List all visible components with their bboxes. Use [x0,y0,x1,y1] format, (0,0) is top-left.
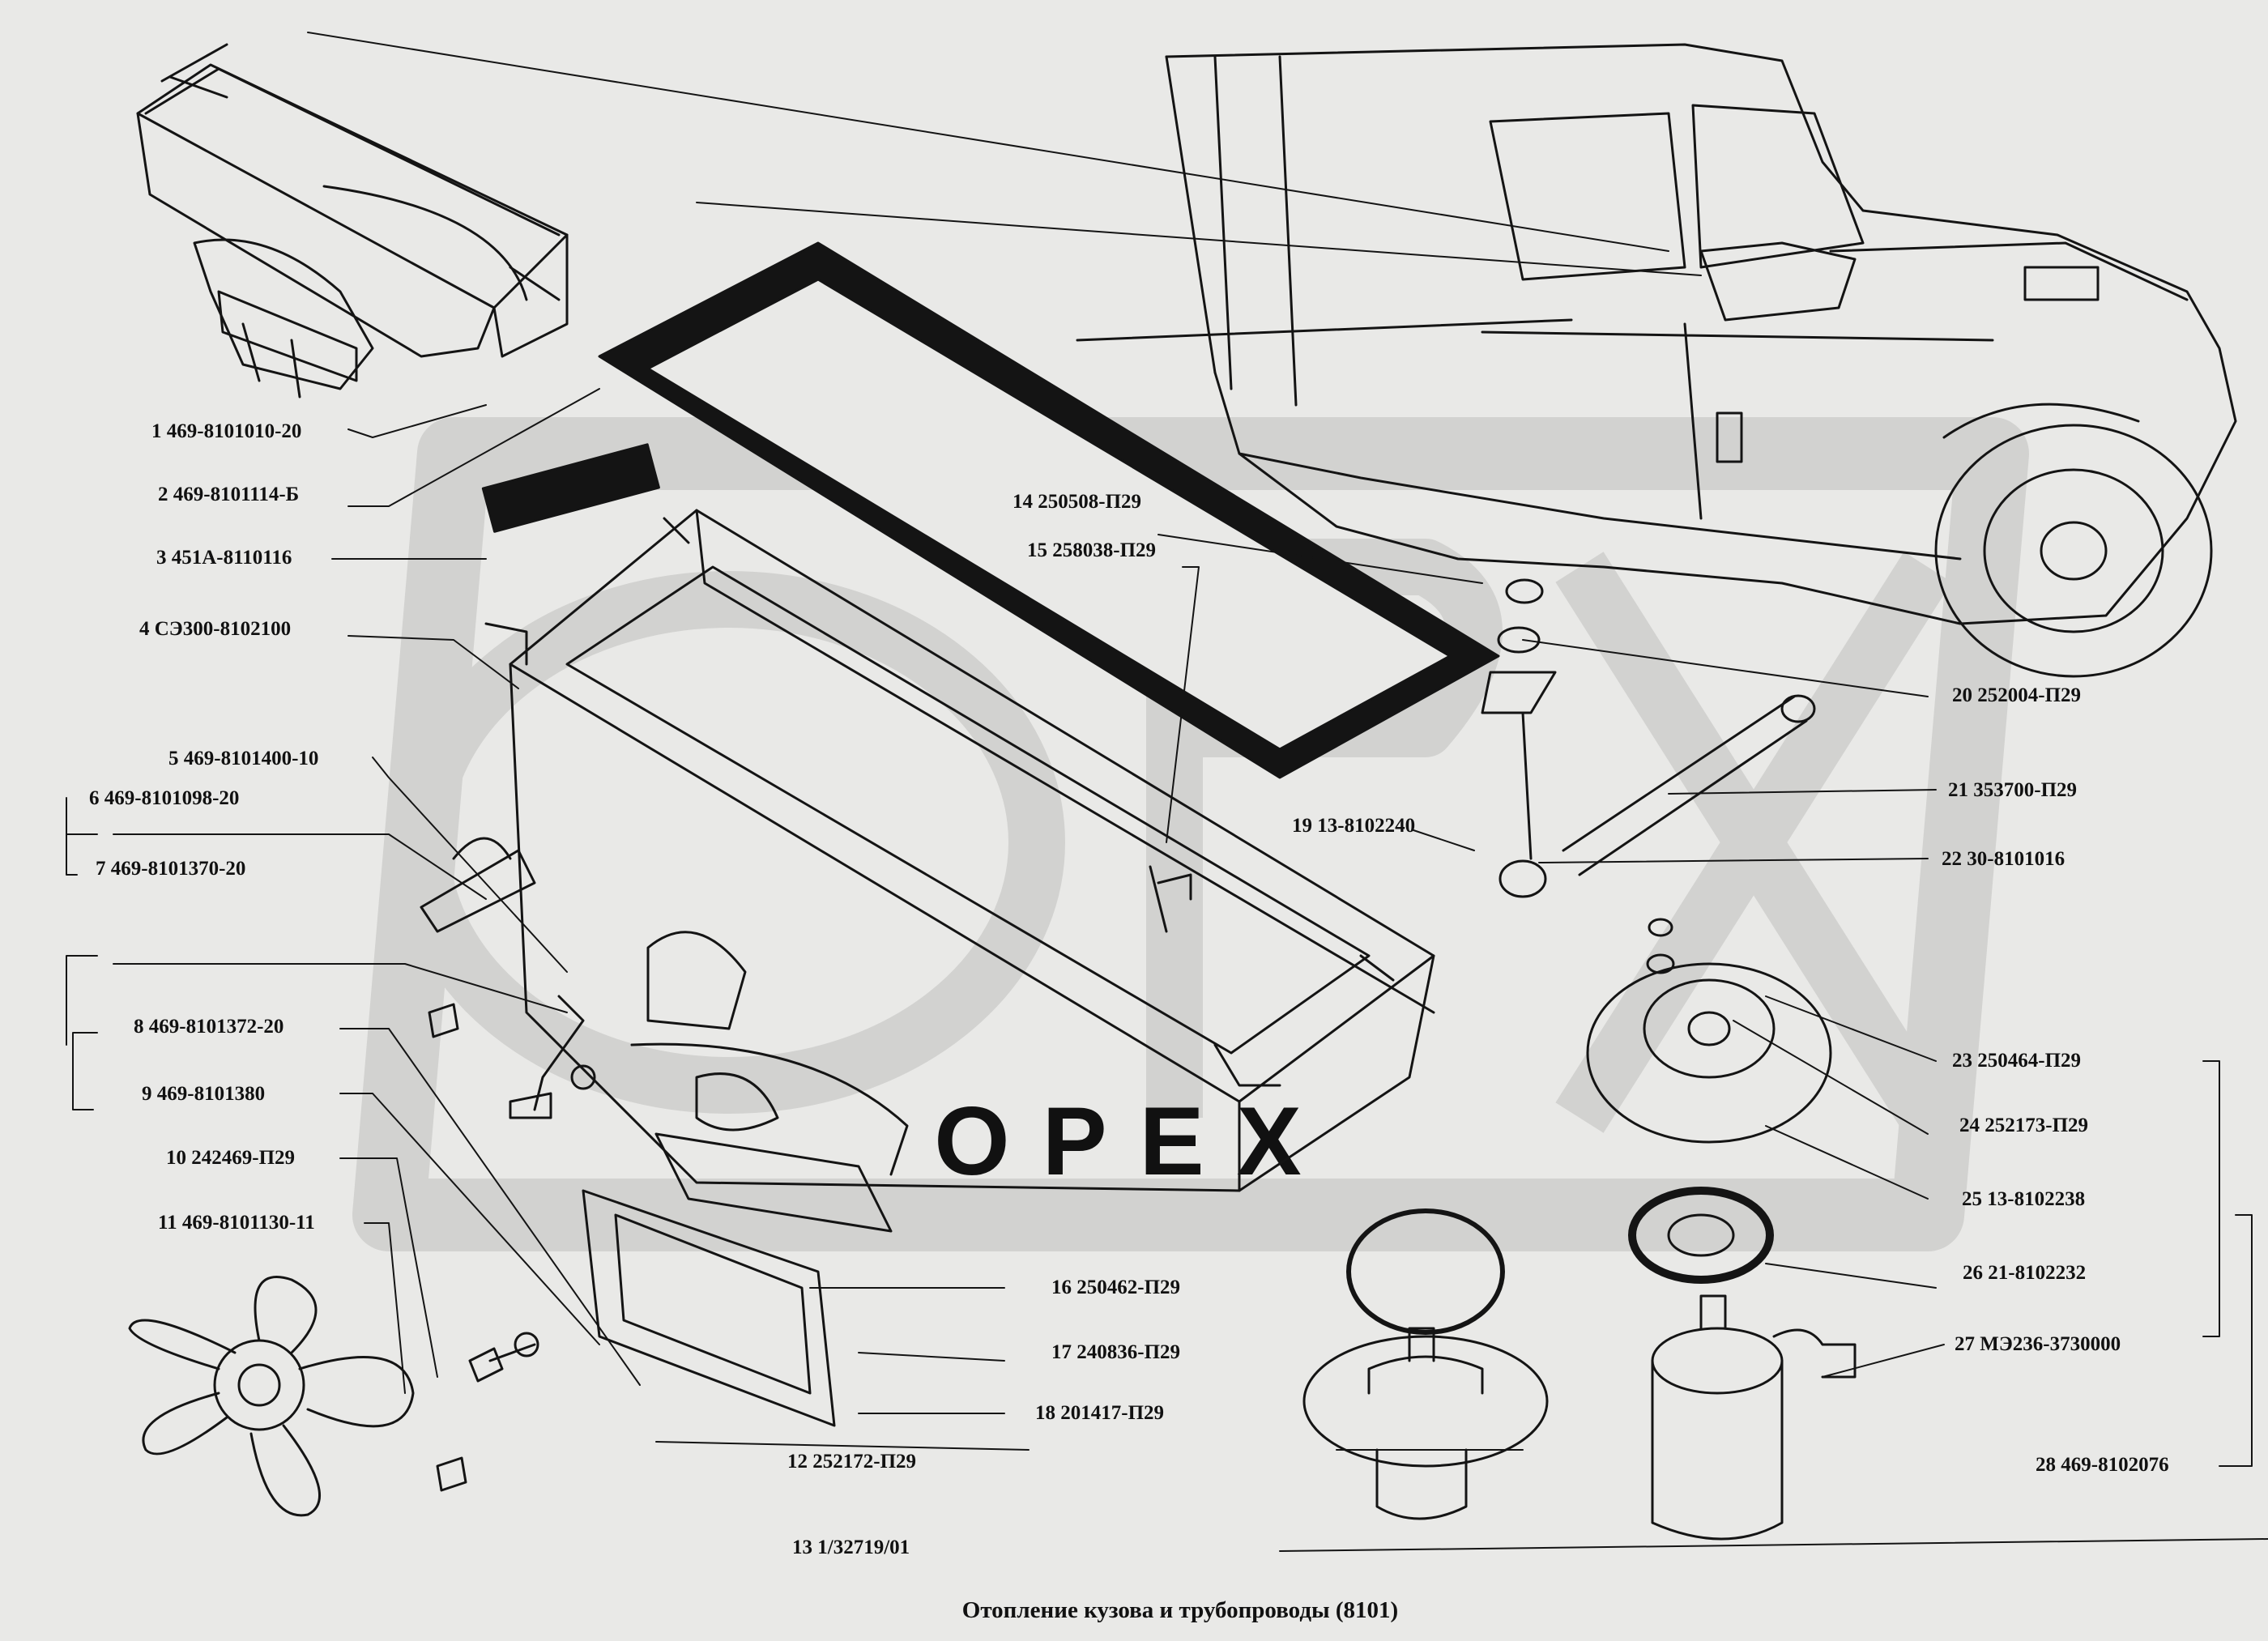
small-fasteners [420,837,1192,1119]
part-callout-11: 11 469-8101130-11 [158,1212,315,1234]
bolt-and-nut [436,1332,539,1492]
motor-flange-parts [1346,918,1832,1335]
part-callout-15: 15 258038-П29 [1027,539,1156,561]
vehicle-illustration [1076,43,2237,678]
heater-radiator-assembly [136,43,569,399]
leader-lines [66,32,2268,1552]
seal-strip [481,443,660,533]
part-callout-7: 7 469-8101370-20 [96,858,245,880]
part-callout-13: 13 1/32719/01 [792,1537,910,1558]
heater-housing [484,509,1435,1233]
part-callout-6: 6 469-8101098-20 [89,787,239,809]
part-callout-20: 20 252004-П29 [1952,684,2081,706]
part-callout-14: 14 250508-П29 [1013,491,1141,513]
part-callouts: 1 469-8101010-20 2 469-8101114-Б 3 451А-81… [89,420,2169,1558]
part-callout-16: 16 250462-П29 [1051,1277,1180,1298]
part-callout-19: 19 13-8102240 [1292,815,1415,837]
part-callout-25: 25 13-8102238 [1962,1188,2085,1210]
electric-motor [1302,1294,1857,1541]
part-callout-9: 9 469-8101380 [142,1083,265,1105]
part-callout-1: 1 469-8101010-20 [151,420,301,442]
part-callout-22: 22 30-8101016 [1942,848,2065,870]
part-callout-5: 5 469-8101400-10 [168,748,318,769]
part-callout-4: 4 СЭ300-8102100 [139,618,291,640]
part-callout-21: 21 353700-П29 [1948,779,2077,801]
watermark-logo: OPEX [352,417,2029,1251]
part-callout-3: 3 451А-8110116 [156,547,292,569]
part-callout-8: 8 469-8101372-20 [134,1016,284,1038]
part-callout-27: 27 МЭ236-3730000 [1955,1333,2121,1355]
part-callout-26: 26 21-8102232 [1963,1262,2086,1284]
gasket-frame [598,241,1500,779]
part-callout-24: 24 252173-П29 [1959,1115,2088,1136]
cover-plate [582,1189,836,1427]
part-callout-18: 18 201417-П29 [1035,1402,1164,1424]
mounting-hardware [1149,578,1816,933]
fan-impeller [128,1276,415,1517]
part-callout-28: 28 469-8102076 [2036,1454,2169,1476]
watermark-text: OPEX [934,1087,1333,1196]
diagram-title: Отопление кузова и трубопроводы (8101) [962,1597,1398,1623]
part-callout-23: 23 250464-П29 [1952,1050,2081,1072]
part-callout-2: 2 469-8101114-Б [158,484,299,505]
part-callout-12: 12 252172-П29 [787,1451,916,1473]
part-callout-10: 10 242469-П29 [166,1147,295,1169]
part-callout-17: 17 240836-П29 [1051,1341,1180,1363]
